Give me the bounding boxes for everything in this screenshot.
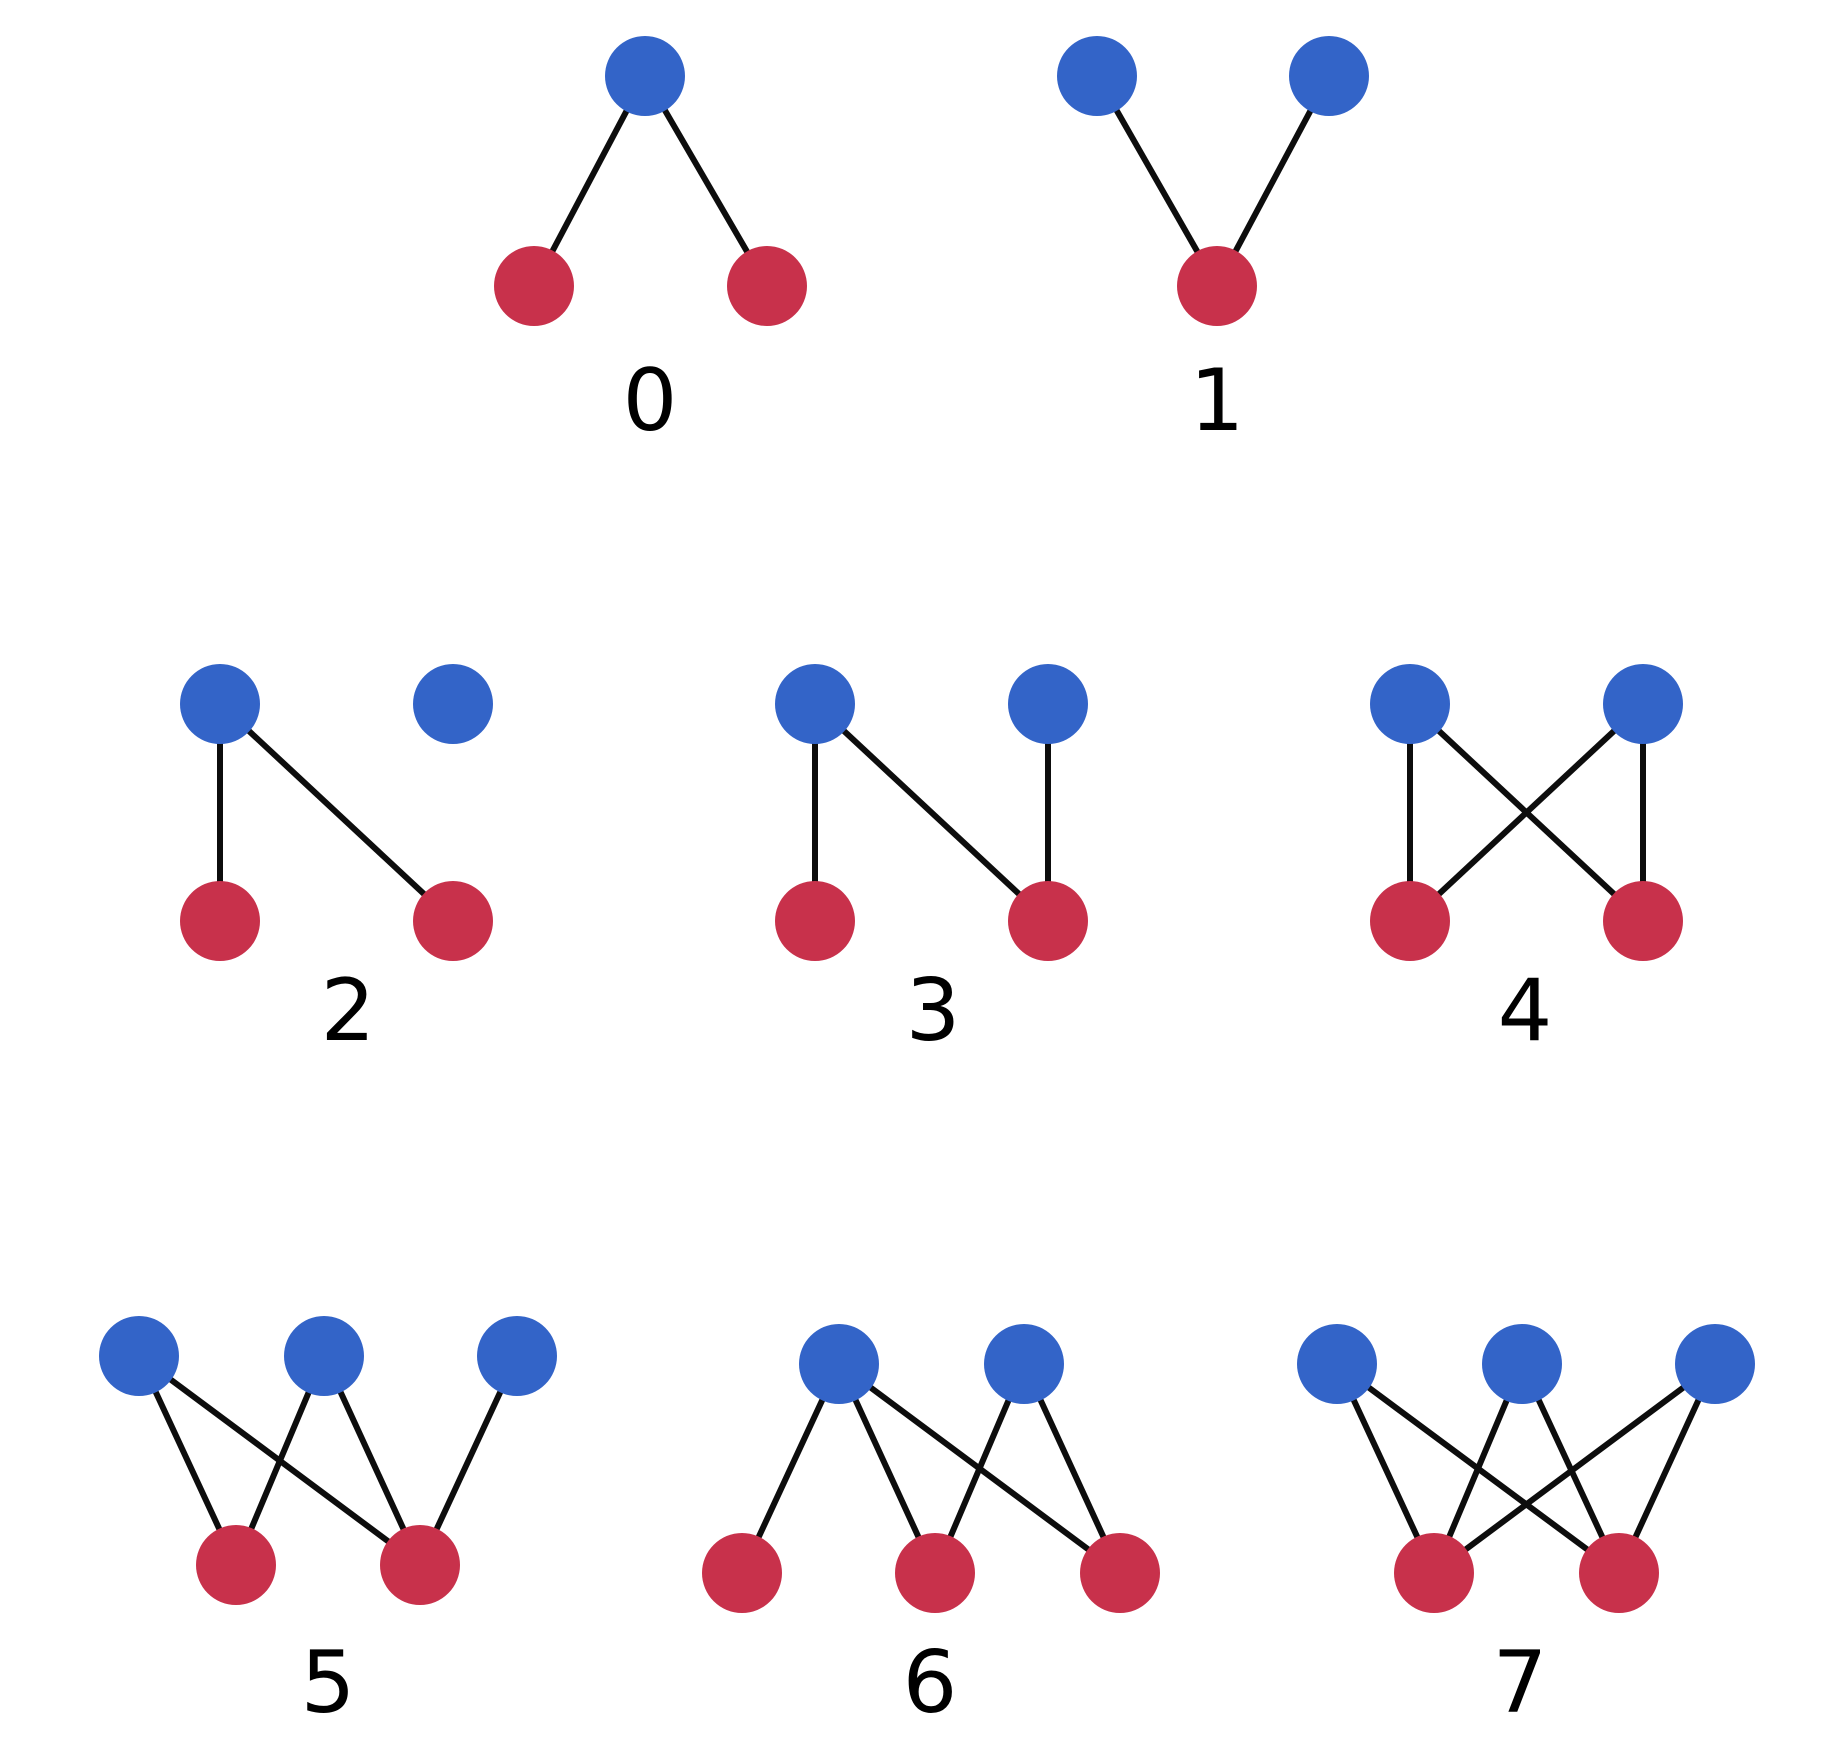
graph-7: 7	[1297, 1324, 1755, 1733]
blue-node-0-0	[605, 36, 685, 116]
graph-label: 7	[1493, 1633, 1548, 1733]
edge-4-b1-r0	[1407, 701, 1646, 924]
graphs-layer: 0 1 2 3 4 5 6 7	[99, 36, 1755, 1733]
red-node-7-1	[1579, 1533, 1659, 1613]
red-node-4-1	[1603, 881, 1683, 961]
blue-node-3-1	[1008, 664, 1088, 744]
blue-node-1-1	[1289, 36, 1369, 116]
blue-node-6-0	[799, 1324, 879, 1404]
red-node-4-0	[1370, 881, 1450, 961]
graph-1: 1	[1057, 36, 1369, 451]
edge-0-b0-r1	[642, 74, 770, 288]
blue-node-5-1	[284, 1316, 364, 1396]
graph-label: 4	[1498, 961, 1553, 1061]
graph-6: 6	[702, 1324, 1160, 1733]
red-node-3-1	[1008, 881, 1088, 961]
blue-node-5-2	[477, 1316, 557, 1396]
blue-node-7-2	[1675, 1324, 1755, 1404]
blue-node-4-0	[1370, 664, 1450, 744]
red-node-0-0	[494, 246, 574, 326]
blue-node-3-0	[775, 664, 855, 744]
red-node-6-2	[1080, 1533, 1160, 1613]
blue-node-5-0	[99, 1316, 179, 1396]
red-node-2-0	[180, 881, 260, 961]
red-node-6-0	[702, 1533, 782, 1613]
graph-4: 4	[1370, 664, 1683, 1061]
graph-label: 0	[623, 351, 678, 451]
red-node-5-0	[196, 1525, 276, 1605]
blue-node-6-1	[984, 1324, 1064, 1404]
graph-5: 5	[99, 1316, 557, 1733]
graph-label: 3	[906, 961, 961, 1061]
graph-label: 5	[301, 1633, 356, 1733]
blue-node-7-1	[1482, 1324, 1562, 1404]
graph-3: 3	[775, 664, 1088, 1061]
red-node-0-1	[727, 246, 807, 326]
blue-node-2-1	[413, 664, 493, 744]
red-node-3-0	[775, 881, 855, 961]
graph-label: 1	[1190, 351, 1245, 451]
graph-0: 0	[494, 36, 807, 451]
red-node-6-1	[895, 1533, 975, 1613]
edge-2-b0-r1	[217, 701, 456, 924]
red-node-2-1	[413, 881, 493, 961]
edge-7-b2-r0	[1432, 1361, 1717, 1576]
graph-label: 6	[903, 1633, 958, 1733]
red-node-7-0	[1394, 1533, 1474, 1613]
graph-label: 2	[321, 961, 376, 1061]
blue-node-7-0	[1297, 1324, 1377, 1404]
blue-node-4-1	[1603, 664, 1683, 744]
edge-3-b0-r1	[812, 701, 1051, 924]
blue-node-1-0	[1057, 36, 1137, 116]
blue-node-2-0	[180, 664, 260, 744]
red-node-5-1	[380, 1525, 460, 1605]
edge-1-b0-r0	[1094, 74, 1220, 288]
red-node-1-0	[1177, 246, 1257, 326]
graph-2: 2	[180, 664, 493, 1061]
